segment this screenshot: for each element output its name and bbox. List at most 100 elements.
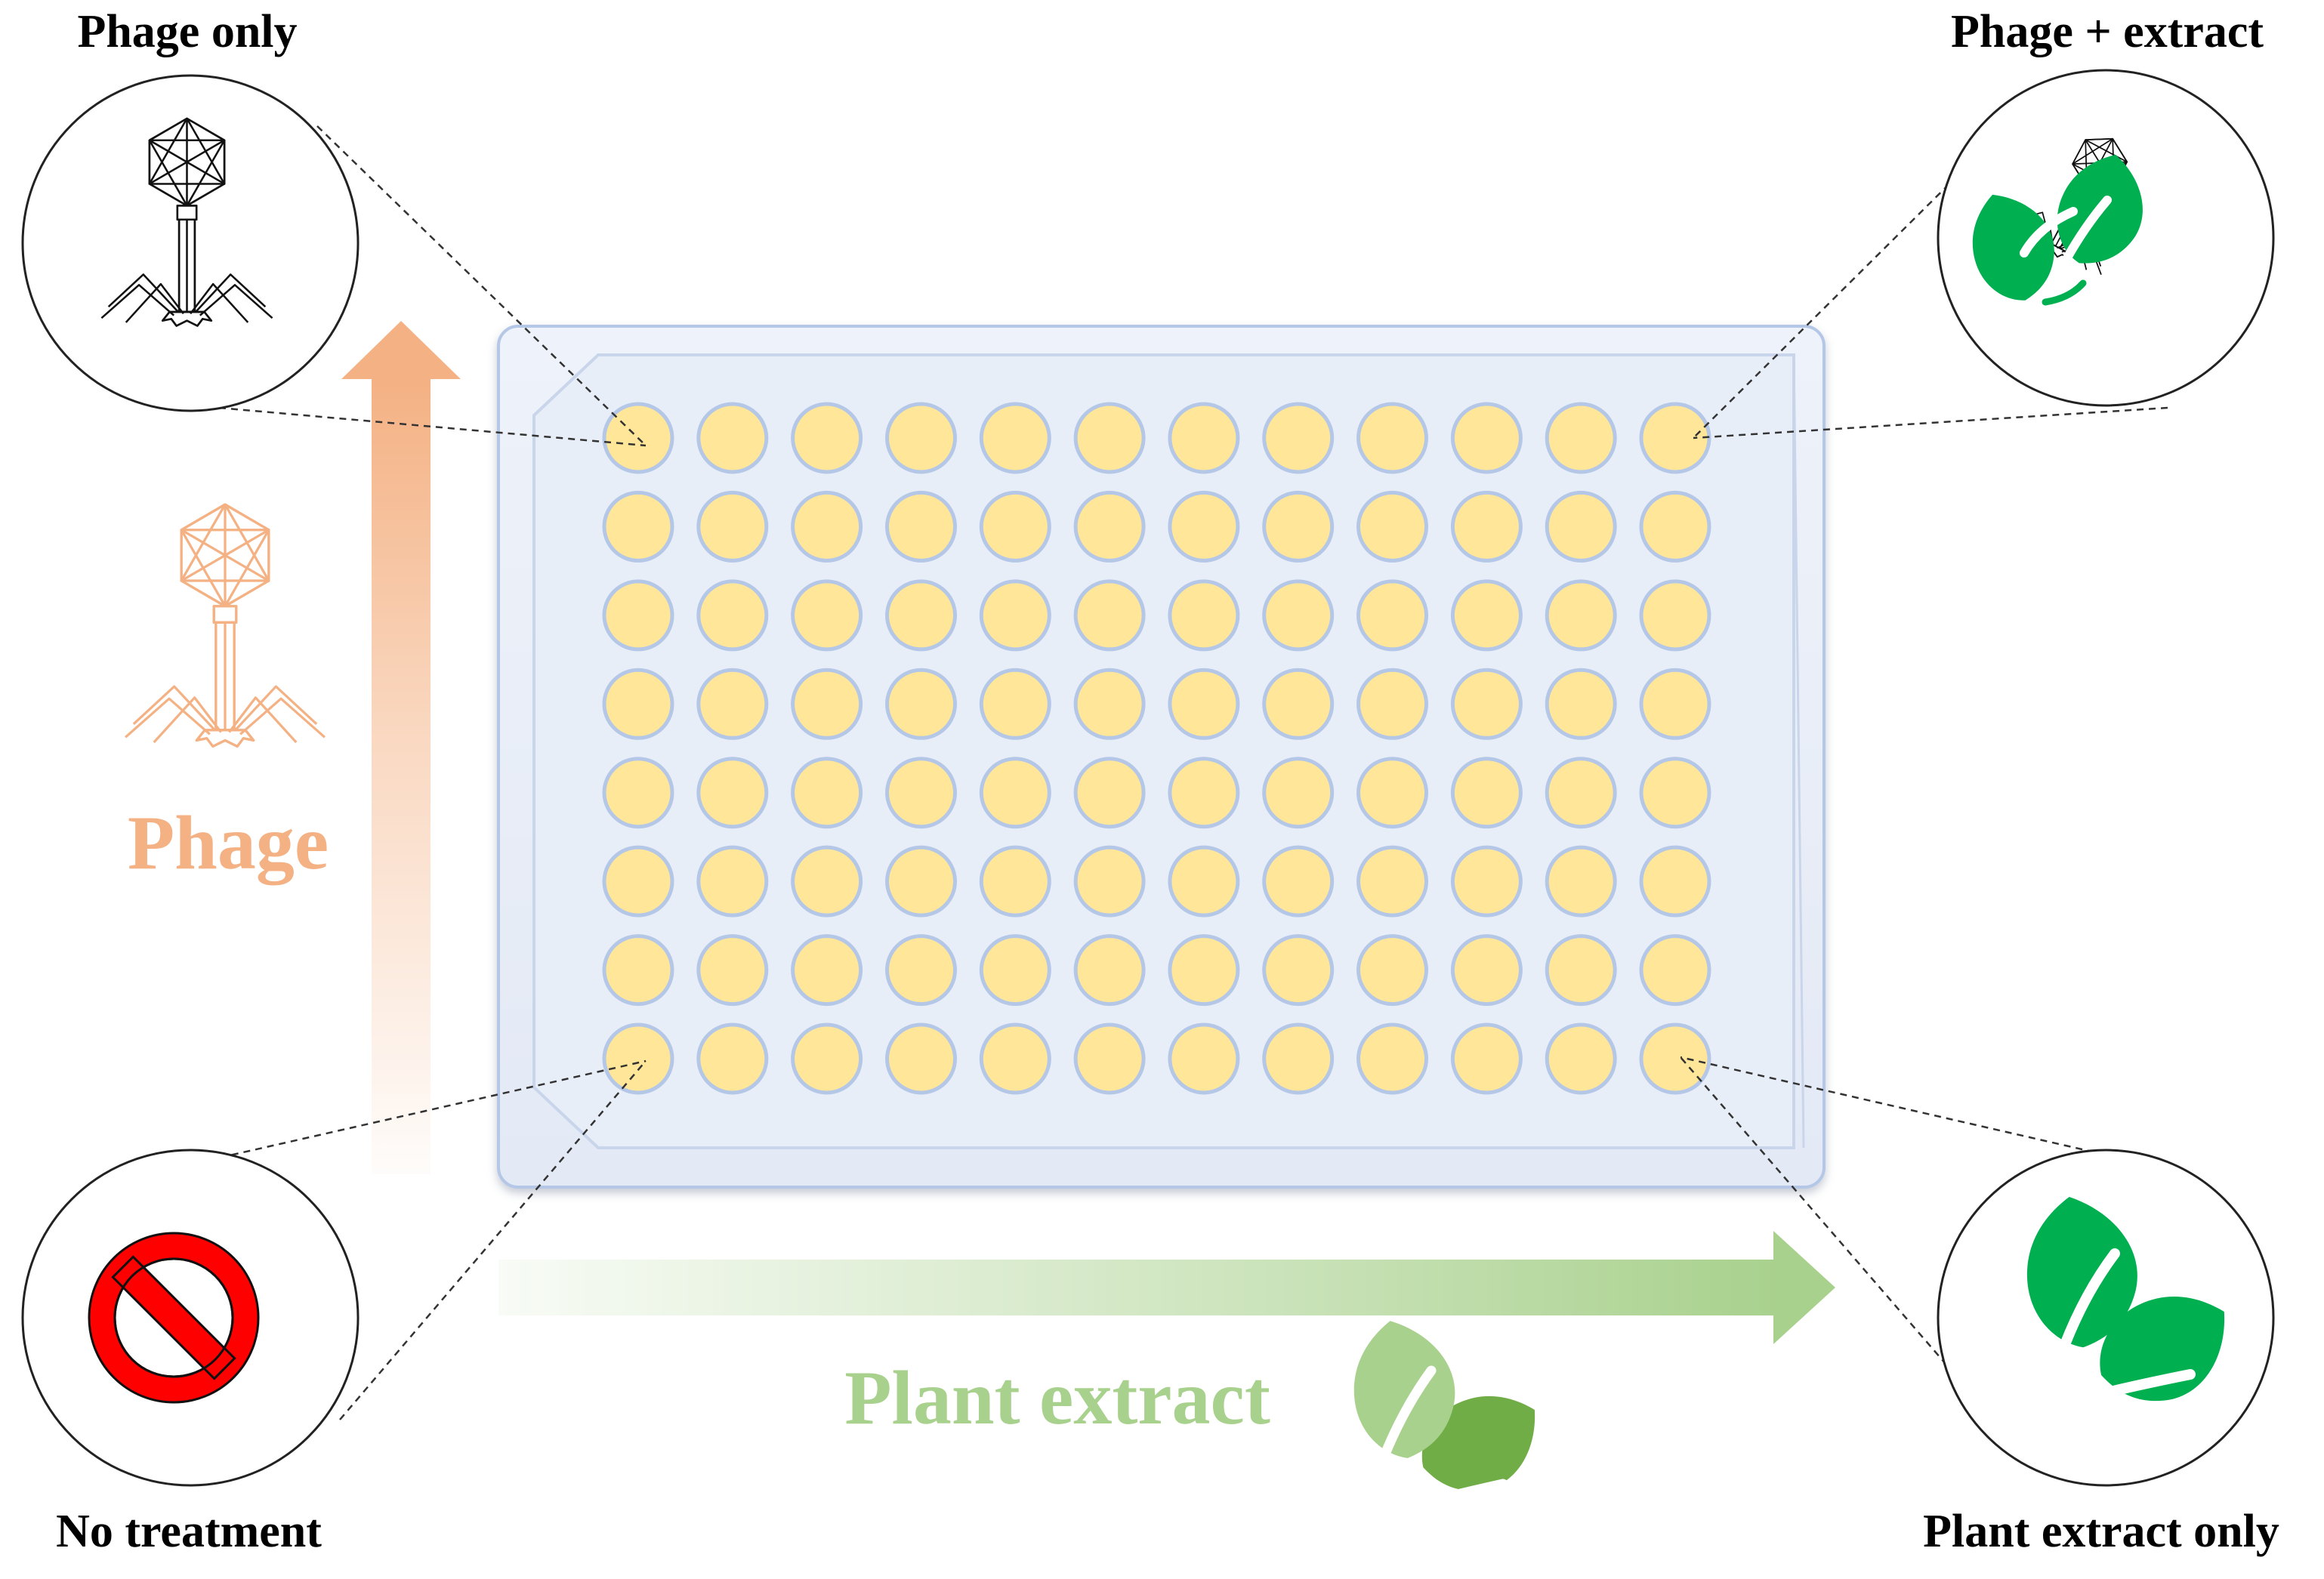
well xyxy=(1450,1022,1523,1095)
no-treatment-panel xyxy=(21,1149,360,1487)
well xyxy=(1356,402,1428,474)
well xyxy=(1450,934,1523,1007)
well xyxy=(791,845,863,917)
well xyxy=(1545,490,1617,563)
well xyxy=(1545,934,1617,1007)
axis-leaves xyxy=(1339,1310,1559,1519)
leaf-vein xyxy=(1360,1365,1437,1516)
connector-no-treatment-lower xyxy=(339,1060,647,1420)
well xyxy=(696,934,769,1007)
well xyxy=(696,402,769,474)
well xyxy=(791,1022,863,1095)
well xyxy=(791,490,863,563)
well xyxy=(1639,757,1711,829)
phage-extract-panel xyxy=(1937,69,2275,407)
well xyxy=(791,402,863,474)
well xyxy=(1356,579,1428,652)
well xyxy=(602,1022,674,1095)
well xyxy=(885,668,957,740)
well xyxy=(1262,1022,1335,1095)
well xyxy=(1073,579,1146,652)
well-grid xyxy=(602,402,1711,1095)
well xyxy=(791,757,863,829)
well xyxy=(1168,668,1240,740)
leaf-vein xyxy=(2061,196,2112,265)
well xyxy=(1639,934,1711,1007)
well xyxy=(1262,934,1335,1007)
leaf-vein xyxy=(2060,1369,2196,1408)
connector-plant-only-lower xyxy=(1680,1056,1995,1420)
well xyxy=(696,1022,769,1095)
well xyxy=(1073,402,1146,474)
leaf-stem xyxy=(2042,279,2087,306)
well-plate xyxy=(497,325,1826,1189)
well xyxy=(696,757,769,829)
well xyxy=(1356,757,1428,829)
well xyxy=(1073,845,1146,917)
well xyxy=(1639,845,1711,917)
well xyxy=(696,668,769,740)
well xyxy=(791,934,863,1007)
well xyxy=(885,402,957,474)
well xyxy=(979,668,1051,740)
well xyxy=(1639,579,1711,652)
well xyxy=(1168,934,1240,1007)
well xyxy=(1262,845,1335,917)
phage-axis-arrow xyxy=(341,321,461,1174)
well xyxy=(602,668,674,740)
well xyxy=(1073,757,1146,829)
well xyxy=(1262,757,1335,829)
label-phage-only: Phage only xyxy=(77,6,297,57)
bacteriophage-icon xyxy=(124,503,326,748)
well xyxy=(1450,579,1523,652)
well xyxy=(885,757,957,829)
well xyxy=(602,934,674,1007)
well xyxy=(1073,668,1146,740)
connector-no-treatment-upper xyxy=(196,1059,647,1164)
well xyxy=(1639,668,1711,740)
well xyxy=(602,757,674,829)
connector-phage-extract-lower xyxy=(1693,406,2168,439)
well xyxy=(1262,490,1335,563)
phage-only-panel xyxy=(21,74,360,412)
well xyxy=(885,845,957,917)
well xyxy=(1356,934,1428,1007)
well xyxy=(1545,845,1617,917)
well xyxy=(1073,490,1146,563)
well xyxy=(1262,579,1335,652)
plant-extract-axis-arrow xyxy=(498,1231,1835,1344)
label-no-treatment: No treatment xyxy=(56,1506,322,1557)
well xyxy=(979,934,1051,1007)
well xyxy=(979,1022,1051,1095)
well xyxy=(602,845,674,917)
well xyxy=(1545,402,1617,474)
well xyxy=(602,490,674,563)
well xyxy=(1450,757,1523,829)
well xyxy=(885,1022,957,1095)
leaf-vein xyxy=(1377,1479,1508,1519)
label-plant-extract-only: Plant extract only xyxy=(1923,1506,2279,1557)
well xyxy=(1545,1022,1617,1095)
well xyxy=(1356,490,1428,563)
well xyxy=(1639,490,1711,563)
connector-plant-only-upper xyxy=(1680,1056,2142,1164)
prohibited-icon xyxy=(88,1232,260,1404)
plant-extract-only-panel xyxy=(1937,1149,2275,1487)
well xyxy=(979,490,1051,563)
well xyxy=(1262,668,1335,740)
well xyxy=(1545,579,1617,652)
well xyxy=(979,757,1051,829)
well xyxy=(1450,845,1523,917)
well xyxy=(1168,579,1240,652)
well xyxy=(979,579,1051,652)
connector-phage-only-upper xyxy=(316,125,647,446)
well xyxy=(1545,668,1617,740)
well xyxy=(1073,1022,1146,1095)
well xyxy=(1639,402,1711,474)
well xyxy=(791,579,863,652)
connector-phage-only-lower xyxy=(218,406,647,447)
well xyxy=(1073,934,1146,1007)
well xyxy=(1450,402,1523,474)
well xyxy=(885,934,957,1007)
